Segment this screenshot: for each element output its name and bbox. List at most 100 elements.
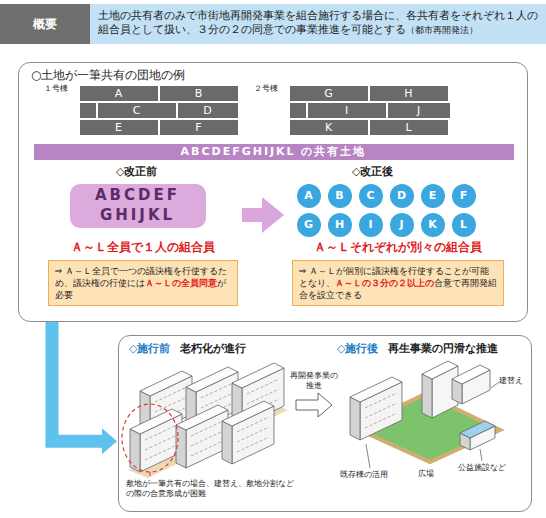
- label: 公益施設など: [458, 463, 522, 473]
- existing-building: [350, 377, 402, 440]
- block-arrow: [242, 197, 284, 233]
- node-text: F: [460, 189, 468, 202]
- old-building: [130, 409, 182, 472]
- dwelling-unit: G: [290, 86, 368, 101]
- panel-box: ○土地が一筆共有の団地の例 ABCDEFGHIJKL の共有土地 A B C D E F G H I…: [18, 62, 528, 322]
- dwelling-unit: F: [160, 120, 238, 135]
- node-text: I: [368, 218, 372, 231]
- node-text: J: [417, 104, 420, 117]
- label: Ａ～Ｌそれぞれが別々の組合員: [292, 240, 504, 255]
- note-box: ⇒ Ａ～Ｌが個別に議決権を行使することが可能となり、Ａ～Ｌの３分の２以上の合意で…: [292, 260, 504, 306]
- node-text: B: [195, 87, 203, 100]
- shared-land-band: ABCDEFGHIJKL の共有土地: [34, 144, 514, 160]
- summary-tag: 概要: [0, 4, 90, 44]
- node-text: ABCDEF GHIJKL: [80, 186, 196, 225]
- leader-line: [491, 382, 499, 388]
- new-tower-roof: [422, 361, 458, 379]
- node-text: D: [397, 189, 406, 202]
- dwelling-unit: B: [160, 86, 238, 101]
- member-circle: I: [359, 213, 383, 237]
- node-text: F: [195, 121, 201, 134]
- node-text: C: [366, 189, 374, 202]
- node-text: G: [324, 87, 333, 100]
- node-text: C: [133, 104, 141, 117]
- connectors: [52, 322, 102, 441]
- flow-arrow: [52, 322, 102, 441]
- label: 再開発事業の推進: [288, 371, 340, 391]
- member-circle: D: [390, 184, 414, 208]
- new-tower-roof: [452, 365, 490, 384]
- stage-marker: ◇施行前: [129, 341, 170, 356]
- member-circle: C: [359, 184, 383, 208]
- node-text: L: [460, 218, 467, 231]
- dwelling-unit: I: [308, 103, 386, 118]
- node-text: E: [115, 121, 122, 134]
- label: 広場: [418, 469, 448, 479]
- dwelling-unit: J: [388, 103, 450, 118]
- heading-row: ◇施行後再生事業の円滑な推進: [337, 341, 498, 356]
- emphasis-text: Ａ～Ｌの全員同意: [145, 278, 217, 288]
- panel-title: ○土地が一筆共有の団地の例: [31, 67, 185, 84]
- member-circle: J: [390, 213, 414, 237]
- node-text: B: [335, 189, 343, 202]
- node-text: A: [115, 87, 123, 100]
- leader-line: [480, 449, 482, 461]
- label: 既存棟の活用: [340, 470, 410, 480]
- label: ◇改正前: [116, 165, 157, 179]
- emphasis-text: Ａ～Ｌの３分の２以上の: [335, 278, 434, 288]
- node-text: 概要: [33, 16, 57, 33]
- node-text: E: [429, 189, 437, 202]
- node-text: H: [404, 87, 412, 100]
- old-building: [222, 401, 274, 464]
- building-brick: [80, 103, 96, 118]
- member-circle: K: [421, 213, 445, 237]
- dwelling-unit: A: [80, 86, 158, 101]
- label: Ａ～Ｌ全員で１人の組合員: [46, 240, 240, 255]
- member-circle: F: [452, 184, 476, 208]
- member-circle: E: [421, 184, 445, 208]
- building-brick: [290, 103, 306, 118]
- dwelling-unit: E: [80, 120, 158, 135]
- leader-line: [150, 472, 151, 476]
- stage-heading: 老朽化が進行: [180, 341, 246, 356]
- label: 敷地が一筆共有の場合、建替え、敷地分割などの際の合意形成が困難: [126, 479, 296, 500]
- node-text: ABCDEFGHIJKL の共有土地: [181, 144, 367, 159]
- dwelling-unit: H: [370, 86, 448, 101]
- single-member-box: ABCDEF GHIJKL: [70, 184, 206, 228]
- node-text: I: [345, 104, 348, 117]
- member-circle: H: [328, 213, 352, 237]
- node-text: D: [203, 104, 211, 117]
- label: ◇改正後: [352, 165, 393, 179]
- highlight-ellipse: [122, 404, 178, 472]
- stage-heading: 再生事業の円滑な推進: [388, 341, 498, 356]
- dwelling-unit: K: [290, 120, 368, 135]
- member-circle: B: [328, 184, 352, 208]
- node-text: H: [335, 218, 344, 231]
- node-text: K: [325, 121, 332, 134]
- dwelling-unit: L: [370, 120, 448, 135]
- member-circle: G: [297, 213, 321, 237]
- note-box: ⇒ Ａ～Ｌ全員で一つの議決権を行使するため、議決権の行使にはＡ～Ｌの全員同意が必…: [48, 260, 238, 306]
- dwelling-unit: C: [98, 103, 176, 118]
- heading-row: ◇施行前老朽化が進行: [129, 341, 246, 356]
- node-text: A: [304, 189, 313, 202]
- member-circle: L: [452, 213, 476, 237]
- label: ２号棟: [254, 84, 278, 94]
- new-tower-side: [422, 374, 432, 418]
- node-text: J: [399, 218, 403, 231]
- old-building: [176, 405, 228, 468]
- public-facility-roof: [460, 421, 495, 438]
- member-circle: A: [297, 184, 321, 208]
- node-text: K: [428, 218, 437, 231]
- node-text: （都市再開発法）: [406, 25, 478, 35]
- leader-line: [366, 444, 370, 468]
- dwelling-unit: D: [178, 103, 238, 118]
- node-text: L: [405, 121, 411, 134]
- label: １号棟: [44, 84, 68, 94]
- stage-marker: ◇施行後: [337, 341, 378, 356]
- label: 建替え: [499, 376, 529, 386]
- small-arrow: [296, 393, 332, 417]
- node-text: G: [304, 218, 313, 231]
- summary-box: 土地の共有者のみで市街地再開発事業を組合施行する場合に、各共有者をそれぞれ１人の…: [90, 4, 546, 44]
